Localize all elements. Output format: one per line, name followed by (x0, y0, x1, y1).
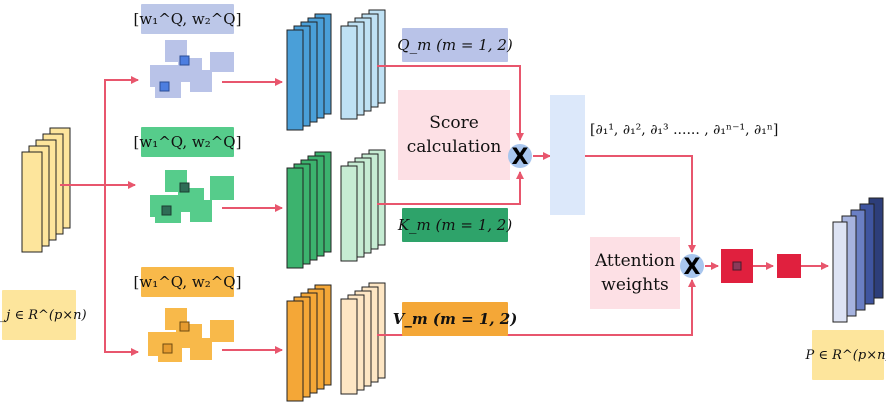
attention-score-vector (550, 95, 585, 215)
key-label-text: K_m (m = 1, 2) (397, 216, 513, 234)
qk-to-score-arrows (377, 65, 524, 205)
vector-to-attention-arrow (585, 155, 696, 253)
key-weight-text: [w₁^Q, w₂^Q] (133, 133, 242, 151)
value-label: V_m (m = 1, 2) (393, 302, 517, 336)
score-multiply-node: X (508, 144, 532, 170)
key-feature-stack-light (340, 149, 386, 262)
input-label: u_j ∈ R^(p×n) (0, 290, 87, 340)
key-weight-label: [w₁^Q, w₂^Q] (134, 127, 241, 157)
svg-text:X: X (684, 255, 701, 280)
value-feature-stack-light (340, 282, 386, 395)
score-calculation-box (398, 90, 510, 180)
input-label-text: u_j ∈ R^(p×n) (0, 307, 87, 323)
attention-weights-label: Attention weights (590, 237, 680, 309)
output-reduction-block (777, 254, 801, 278)
svg-text:X: X (512, 145, 529, 170)
query-feature-stack-dark (286, 13, 332, 131)
query-weight-label: [w₁^Q, w₂^Q] (134, 4, 241, 34)
attention-multiply-node: X (680, 254, 704, 280)
key-weight-matrix (150, 170, 234, 223)
query-label-text: Q_m (m = 1, 2) (397, 36, 513, 54)
value-weight-matrix (148, 308, 234, 362)
output-tensor-stack (832, 197, 884, 323)
attention-weights-text: Attention weights (594, 251, 676, 295)
attention-weights-box (590, 237, 680, 309)
query-weight-text: [w₁^Q, w₂^Q] (133, 10, 242, 28)
input-tensor-stack (21, 127, 71, 253)
score-calculation-label: Score calculation (398, 90, 510, 180)
value-feature-stack-dark (286, 284, 332, 402)
input-branch-arrows (60, 76, 139, 356)
key-feature-stack-dark (286, 151, 332, 269)
attention-sequence-label: [∂₁¹, ∂₁², ∂₁³ ...... , ∂₁ⁿ⁻¹, ∂₁ⁿ] (590, 116, 850, 144)
query-feature-stack-light (340, 9, 386, 120)
key-label: K_m (m = 1, 2) (398, 208, 512, 242)
value-label-text: V_m (m = 1, 2) (392, 310, 518, 328)
score-calculation-text: Score calculation (406, 113, 502, 157)
query-label: Q_m (m = 1, 2) (397, 28, 513, 62)
value-weight-label: [w₁^Q, w₂^Q] (134, 267, 241, 297)
output-label-text: P ∈ R^(p×n) (805, 347, 886, 363)
query-weight-matrix (150, 40, 234, 98)
output-label: P ∈ R^(p×n) (805, 330, 886, 380)
weighted-output-block (721, 249, 753, 283)
attention-sequence-text: [∂₁¹, ∂₁², ∂₁³ ...... , ∂₁ⁿ⁻¹, ∂₁ⁿ] (590, 122, 779, 138)
value-weight-text: [w₁^Q, w₂^Q] (133, 273, 242, 291)
weight-to-stack-arrows (222, 78, 283, 354)
